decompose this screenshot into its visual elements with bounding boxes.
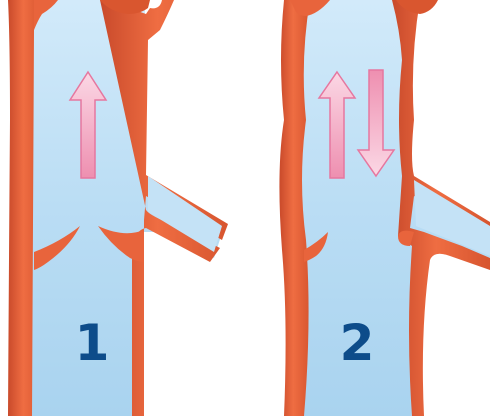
panel-label-1: 1 (62, 318, 122, 368)
panel-label-2: 2 (327, 318, 387, 368)
